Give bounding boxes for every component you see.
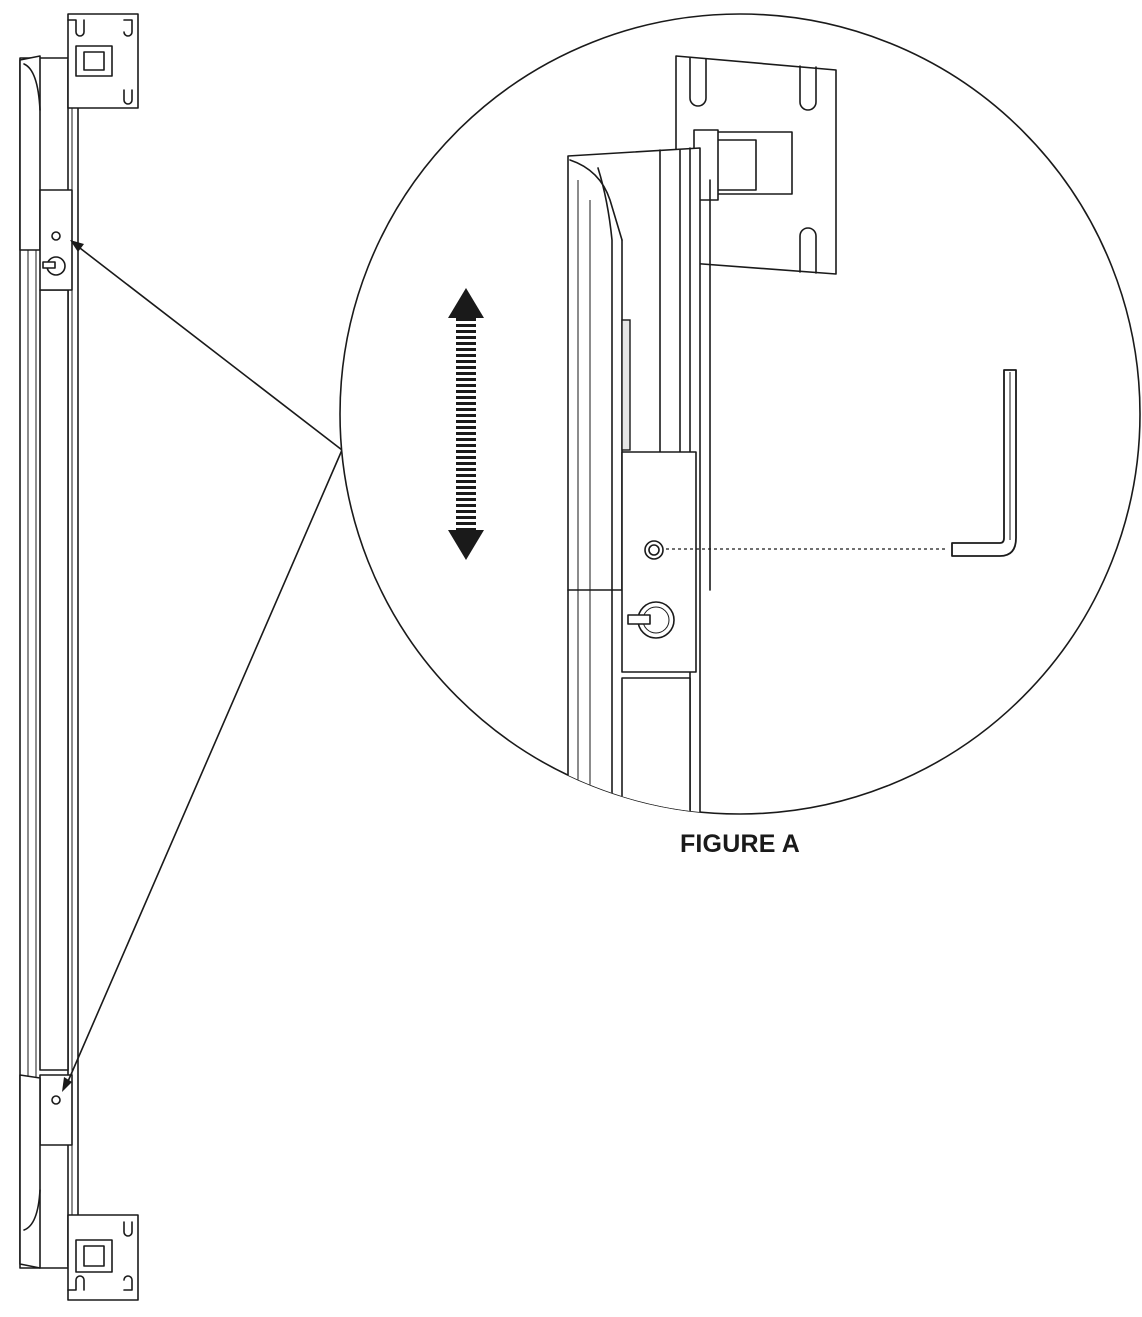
arrow-head-icon [70,240,84,252]
bottom-mounting-bracket-icon [19,1074,139,1301]
lock-knob-icon [42,256,66,276]
callout-lines [62,240,343,1092]
arrow-head-icon [62,1077,72,1092]
adjustment-screw-icon [644,540,664,560]
rail-assembly [19,13,139,1301]
detail-view [567,55,837,814]
top-mounting-bracket-icon [19,13,139,291]
detail-slider-block [621,451,697,814]
detail-lock-knob-icon [627,601,675,639]
figure-caption: FIGURE A [679,830,801,858]
hex-key-icon [951,369,1017,557]
magnifier-circle [339,13,1141,815]
double-arrow-icon [448,288,484,560]
